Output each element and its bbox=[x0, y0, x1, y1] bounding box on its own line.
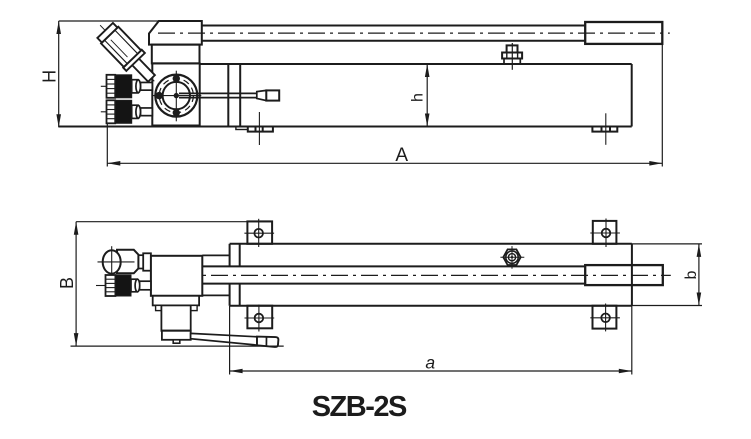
svg-text:A: A bbox=[395, 145, 408, 166]
svg-text:SZB-2S: SZB-2S bbox=[312, 391, 407, 423]
svg-text:H: H bbox=[40, 70, 60, 83]
svg-text:b: b bbox=[683, 270, 700, 279]
svg-text:a: a bbox=[425, 352, 435, 372]
svg-text:B: B bbox=[57, 277, 77, 289]
svg-text:h: h bbox=[410, 93, 427, 102]
